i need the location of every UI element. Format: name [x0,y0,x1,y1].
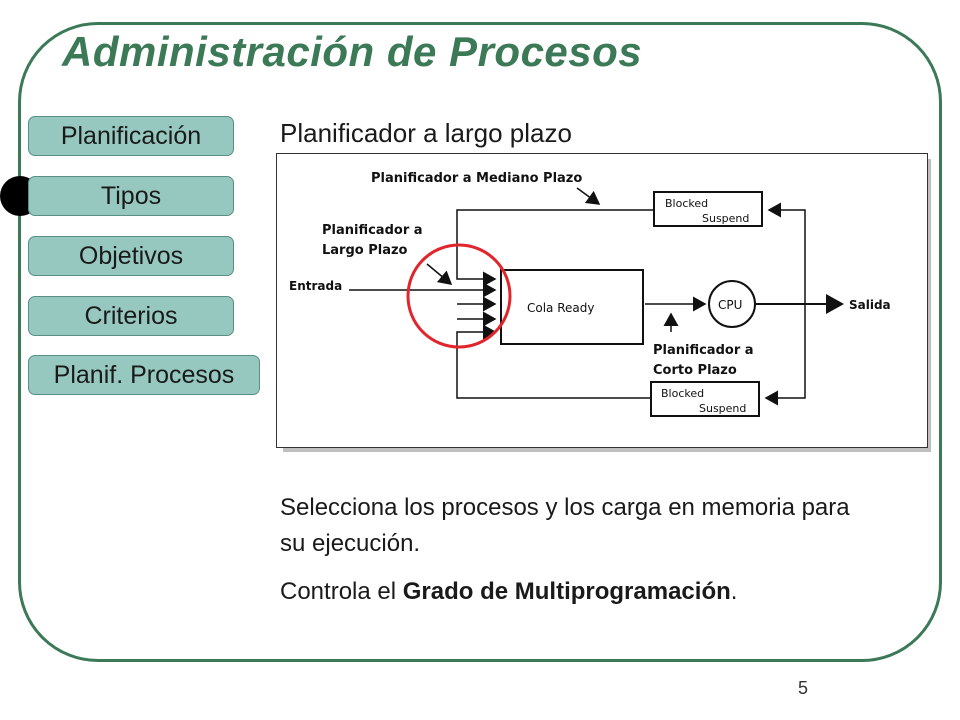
blocked-top-label-1: Blocked [665,197,708,210]
nav-button-planificacion[interactable]: Planificación [28,116,234,156]
long-term-label-line2: Largo Plazo [322,243,408,258]
multiprogramming-suffix: . [730,578,738,605]
page-number: 5 [798,678,809,698]
scheduler-diagram: Blocked Suspend Blocked Suspend Cola Rea… [276,153,928,448]
cpu-label: CPU [718,298,742,312]
entrada-label: Entrada [289,279,342,293]
nav-button-tipos[interactable]: Tipos [28,176,234,216]
highlight-circle [406,243,512,349]
blocked-top-label-2: Suspend [702,212,749,225]
salida-label: Salida [849,298,891,312]
medium-term-label: Planificador a Mediano Plazo [371,171,582,186]
ready-queue-label: Cola Ready [527,301,594,315]
nav-button-planif-procesos[interactable]: Planif. Procesos [28,355,260,395]
short-term-label-line1: Planificador a [653,343,754,358]
long-term-label-line1: Planificador a [322,223,423,238]
short-term-label-line2: Corto Plazo [653,363,737,378]
slide-frame [18,22,942,662]
nav-button-objetivos[interactable]: Objetivos [28,236,234,276]
multiprogramming-paragraph: Controla el Grado de Multiprogramación. [280,574,920,610]
blocked-suspend-box-bottom [650,381,760,417]
ready-queue-box [500,269,644,345]
scheduler-diagram-svg: Blocked Suspend Blocked Suspend Cola Rea… [289,171,891,417]
section-heading: Planificador a largo plazo [280,118,572,148]
description-paragraph: Selecciona los procesos y los carga en m… [280,494,850,557]
blocked-bottom-label-1: Blocked [661,387,704,400]
multiprogramming-prefix: Controla el [280,578,403,605]
blocked-bottom-label-2: Suspend [699,402,746,415]
blocked-suspend-box-top [653,191,763,227]
nav-button-criterios[interactable]: Criterios [28,296,234,336]
slide-title: Administración de Procesos [62,28,643,75]
multiprogramming-term: Grado de Multiprogramación [402,578,731,605]
